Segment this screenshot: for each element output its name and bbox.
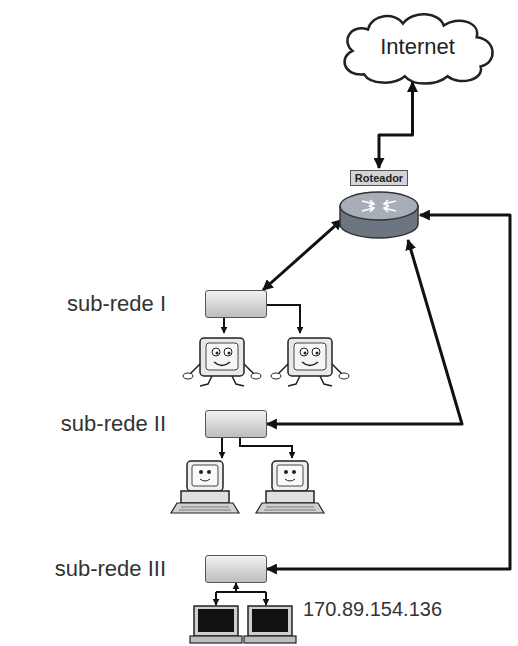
router-arrow <box>384 206 396 212</box>
computer-icon <box>244 606 296 643</box>
network-link <box>267 240 462 424</box>
network-link <box>263 220 342 290</box>
cloud-shape <box>345 14 493 83</box>
cloud-label: Internet <box>380 35 455 59</box>
wire <box>235 583 237 592</box>
router-arrow <box>362 206 374 212</box>
switch-box: sub-rede II <box>205 410 267 438</box>
wire <box>215 592 217 605</box>
wire <box>223 318 225 333</box>
switch-box: sub-rede III <box>205 555 267 583</box>
switch-box: sub-rede I <box>205 290 267 318</box>
wire <box>216 591 266 593</box>
computer-icon <box>190 606 242 643</box>
wire <box>265 592 267 605</box>
computer-icon <box>183 338 261 386</box>
subnet-label: sub-rede II <box>61 411 166 437</box>
router-arrow <box>362 200 374 206</box>
internet-cloud: Internet <box>335 8 500 86</box>
subnet-label: sub-rede III <box>55 556 166 582</box>
network-link <box>379 82 413 168</box>
router-label: Roteador <box>350 170 408 186</box>
computer-icon <box>256 461 324 513</box>
wire <box>221 438 223 458</box>
subnet-label: sub-rede I <box>67 291 166 317</box>
router-arrow <box>384 200 396 206</box>
ip-address: 170.89.154.136 <box>303 598 442 621</box>
router: Roteador <box>336 168 422 244</box>
computer-icon <box>171 461 239 513</box>
computer-icon <box>271 338 349 386</box>
router-top <box>340 192 418 220</box>
network-link <box>267 215 510 569</box>
